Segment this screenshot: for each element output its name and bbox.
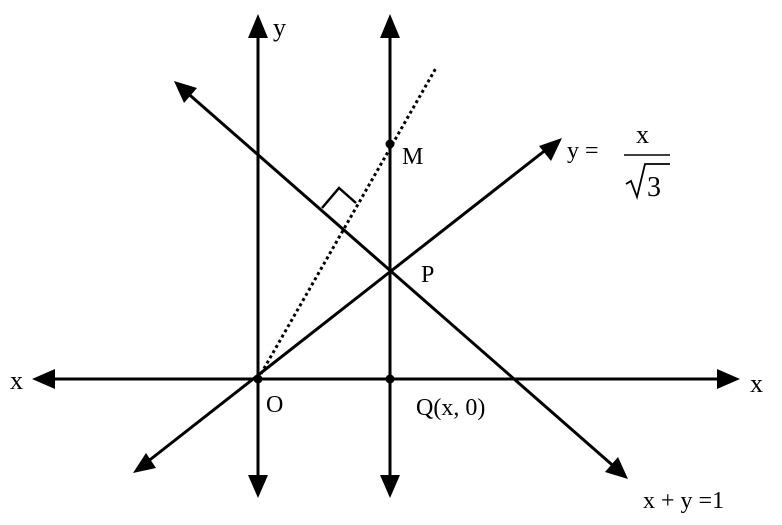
label-line1-denominator: 3	[647, 172, 661, 203]
x-axis-arrow-right	[717, 369, 740, 389]
label-line2: x + y =1	[643, 488, 724, 514]
line1-arrow-lower	[133, 453, 156, 473]
point-m	[385, 139, 395, 149]
label-point-p: P	[421, 262, 434, 288]
label-line1-numerator: x	[636, 120, 649, 149]
label-point-q: Q(x, 0)	[416, 395, 485, 421]
label-point-m: M	[402, 144, 423, 170]
label-y-axis: y	[273, 13, 286, 42]
point-q	[385, 374, 395, 384]
label-line1-lhs: y =	[567, 138, 599, 164]
label-x-left: x	[10, 366, 23, 395]
x-axis-arrow-left	[32, 369, 55, 389]
y-axis-arrow-top	[248, 14, 268, 38]
line1-arrow-upper	[539, 138, 562, 161]
label-origin: O	[266, 392, 283, 418]
right-angle-marker	[321, 186, 357, 209]
line-y-eq-x-over-root3	[141, 143, 553, 468]
line2-arrow-lower	[605, 457, 628, 479]
sqrt-radical-icon	[625, 163, 670, 201]
point-o	[253, 374, 263, 384]
vertical-line-arrow-top	[380, 14, 400, 38]
line-x-plus-y-eq-1	[183, 88, 619, 472]
dotted-line-om	[256, 67, 438, 380]
vertical-line-arrow-bottom	[380, 475, 400, 498]
y-axis-arrow-bottom	[248, 475, 268, 498]
label-x-right: x	[750, 369, 763, 398]
line2-arrow-upper	[174, 81, 197, 103]
